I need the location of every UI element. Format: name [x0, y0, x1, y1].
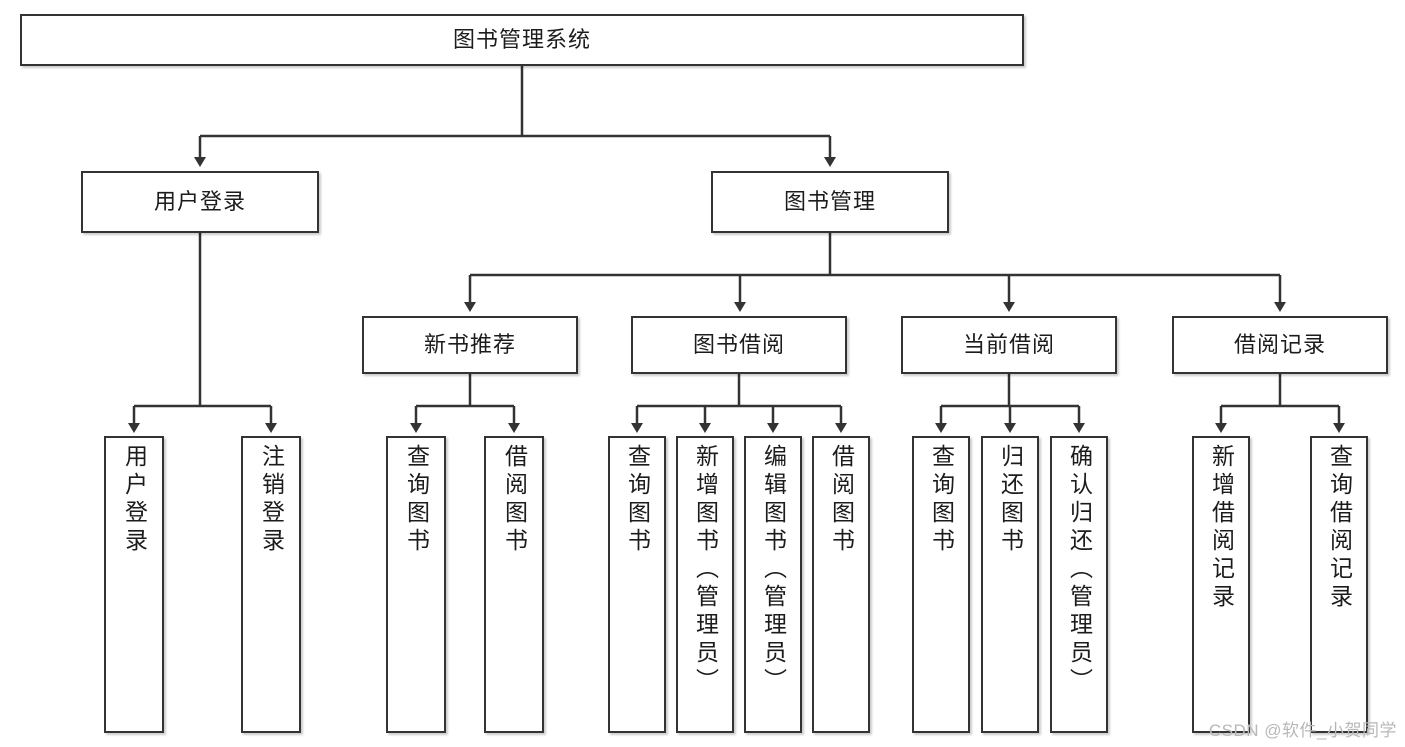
node-leaf-rec-add-record[interactable]: 新增借阅记录 [1192, 436, 1250, 733]
node-label: 新增借阅记录 [1208, 444, 1235, 612]
node-root[interactable]: 图书管理系统 [20, 14, 1024, 66]
node-label: 借阅图书 [828, 444, 855, 556]
node-leaf-borrow-edit-book[interactable]: 编辑图书（管理员） [744, 436, 802, 733]
node-label: 注销登录 [258, 444, 285, 556]
node-label: 查询图书 [624, 444, 651, 556]
node-label: 借阅图书 [501, 444, 528, 556]
node-label: 新书推荐 [423, 332, 516, 358]
node-leaf-rec-query-record[interactable]: 查询借阅记录 [1310, 436, 1368, 733]
node-label: 当前借阅 [962, 332, 1055, 358]
node-leaf-cur-return-book[interactable]: 归还图书 [981, 436, 1039, 733]
node-label: 图书管理系统 [452, 27, 591, 53]
node-label: 图书借阅 [692, 332, 785, 358]
watermark: CSDN @软件_小贺同学 [1208, 721, 1397, 740]
node-leaf-user-logout[interactable]: 注销登录 [241, 436, 301, 733]
node-label: 确认归还（管理员） [1066, 444, 1093, 696]
node-current-borrow[interactable]: 当前借阅 [901, 316, 1117, 374]
node-label: 查询借阅记录 [1326, 444, 1353, 612]
node-new-book-rec[interactable]: 新书推荐 [362, 316, 578, 374]
node-label: 查询图书 [928, 444, 955, 556]
node-label: 查询图书 [403, 444, 430, 556]
node-borrow-record[interactable]: 借阅记录 [1172, 316, 1388, 374]
node-label: 编辑图书（管理员） [760, 444, 787, 696]
node-label: 用户登录 [121, 444, 148, 556]
node-label: 归还图书 [997, 444, 1024, 556]
node-user-login[interactable]: 用户登录 [81, 171, 319, 233]
node-leaf-rec-borrow-book[interactable]: 借阅图书 [484, 436, 544, 733]
node-label: 借阅记录 [1233, 332, 1326, 358]
node-book-manage[interactable]: 图书管理 [711, 171, 949, 233]
node-leaf-borrow-add-book[interactable]: 新增图书（管理员） [676, 436, 734, 733]
node-label: 用户登录 [153, 189, 246, 215]
node-label: 图书管理 [783, 189, 876, 215]
node-label: 新增图书（管理员） [692, 444, 719, 696]
node-leaf-borrow-borrow-book[interactable]: 借阅图书 [812, 436, 870, 733]
node-leaf-cur-confirm-return[interactable]: 确认归还（管理员） [1050, 436, 1108, 733]
node-leaf-rec-query-book[interactable]: 查询图书 [386, 436, 446, 733]
node-book-borrow[interactable]: 图书借阅 [631, 316, 847, 374]
node-leaf-borrow-query-book[interactable]: 查询图书 [608, 436, 666, 733]
node-leaf-cur-query-book[interactable]: 查询图书 [912, 436, 970, 733]
node-leaf-user-login[interactable]: 用户登录 [104, 436, 164, 733]
